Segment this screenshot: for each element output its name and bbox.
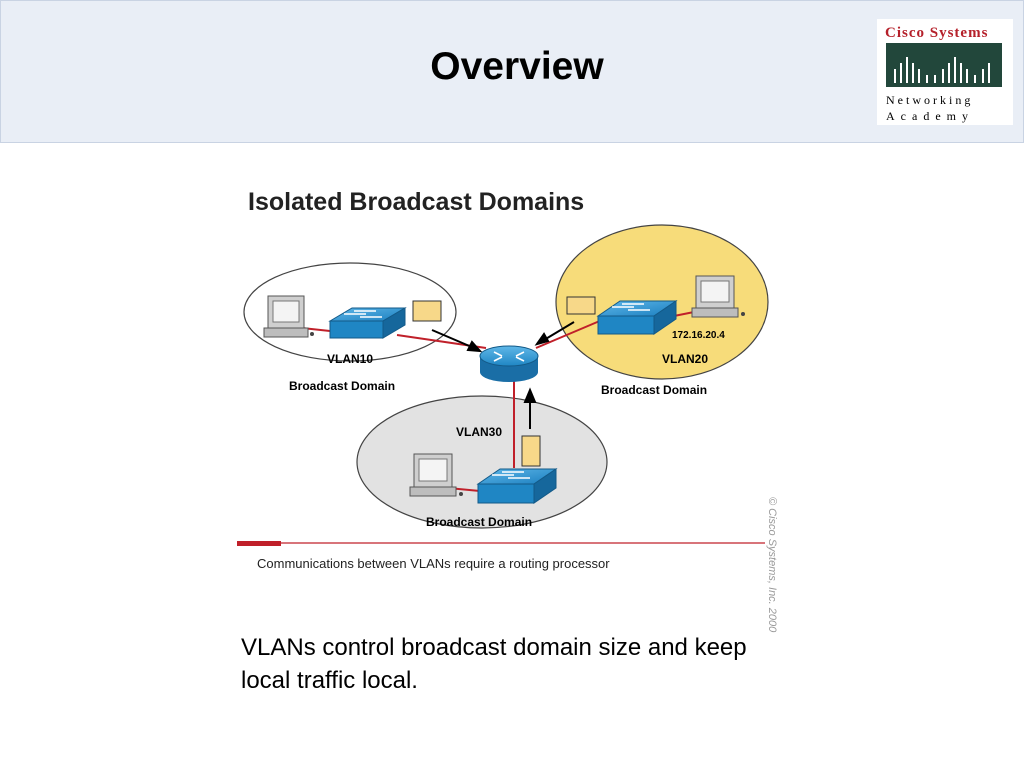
- computer-icon-vlan10: [263, 295, 314, 338]
- frame-box-vlan20: [566, 296, 596, 315]
- computer-icon-vlan30: [409, 453, 463, 497]
- cisco-networking-academy-logo: Cisco Systems Networking Academy: [877, 19, 1013, 125]
- vlan20-domain-label: Broadcast Domain: [601, 383, 707, 397]
- logo-line-networking: Networking: [886, 93, 974, 107]
- switch-icon-vlan20: [596, 300, 678, 335]
- vlan30-label: VLAN30: [456, 425, 502, 439]
- diagram-caption: Communications between VLANs require a r…: [257, 556, 610, 571]
- vlan20-label: VLAN20: [662, 352, 708, 366]
- flow-arrows: [431, 321, 575, 429]
- logo-bars-graphic: [886, 43, 1002, 87]
- logo-brand-text: Cisco Systems: [885, 25, 989, 41]
- computer-icon-vlan20: [691, 275, 745, 318]
- diagram-title: Isolated Broadcast Domains: [248, 188, 584, 216]
- frame-box-vlan10: [412, 300, 442, 322]
- switch-icon-vlan10: [328, 307, 407, 339]
- caption-accent-bar: [237, 541, 281, 546]
- vlan30-domain-label: Broadcast Domain: [426, 515, 532, 529]
- vlan10-label: VLAN10: [327, 352, 373, 366]
- vlan-diagram: Isolated Broadcast Domains: [237, 188, 769, 571]
- body-text: VLANs control broadcast domain size and …: [241, 634, 747, 694]
- switch-icon-vlan30: [476, 468, 558, 504]
- vlan20-ip-label: 172.16.20.4: [672, 330, 725, 341]
- vlan10-domain-label: Broadcast Domain: [289, 379, 395, 393]
- page-title: Overview: [430, 45, 604, 88]
- vlan30-domain-ellipse: [356, 395, 608, 529]
- router-icon: [479, 345, 539, 382]
- logo-line-academy: Academy: [886, 109, 974, 123]
- frame-box-vlan30: [521, 435, 541, 467]
- header-bar: Overview Cisco Systems Networking Academ…: [0, 0, 1024, 143]
